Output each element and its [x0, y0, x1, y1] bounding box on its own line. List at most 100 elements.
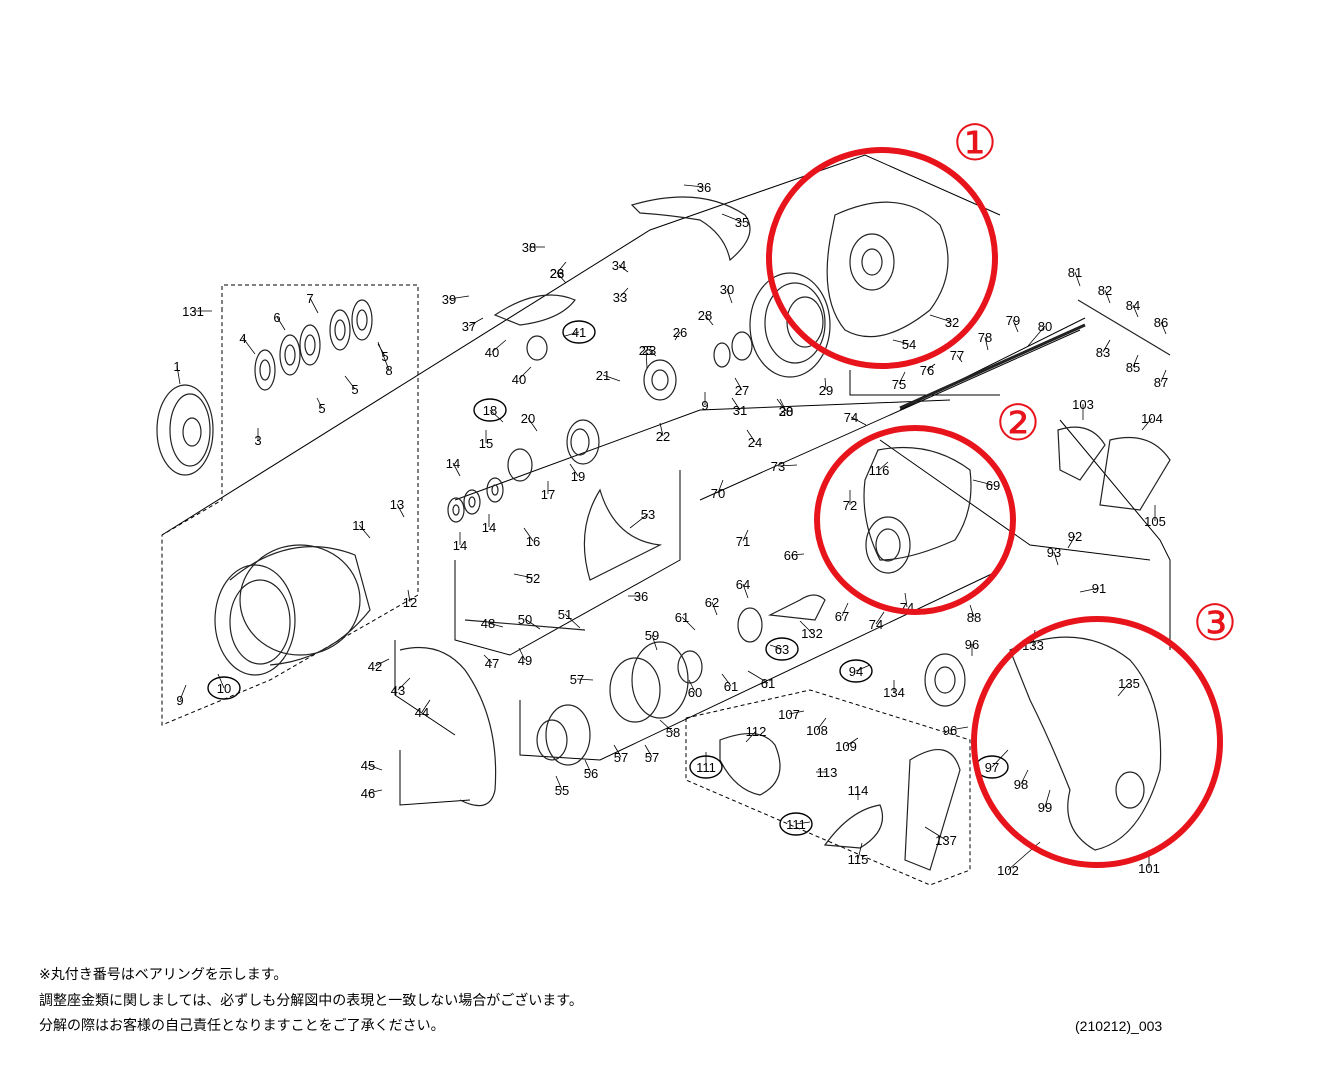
part-number-label: 103	[1072, 397, 1094, 412]
leader-line	[367, 764, 383, 771]
leader-line	[276, 316, 286, 331]
leader-line	[448, 295, 470, 300]
part-number-label: 20	[521, 411, 535, 426]
part-number-label: 57	[614, 750, 628, 765]
part-number-label: 31	[733, 403, 747, 418]
part-number-label: 26	[673, 325, 687, 340]
part-number-label: 45	[361, 758, 375, 773]
part-number-label: 57	[645, 750, 659, 765]
part-number-label: 47	[485, 656, 499, 671]
cover-part	[1057, 426, 1106, 481]
part-number-label: 105	[1144, 514, 1166, 529]
leader-line	[717, 479, 724, 494]
leader-line	[1079, 587, 1100, 593]
leader-line	[681, 616, 696, 631]
shaft-part	[767, 594, 826, 621]
bail-arm-part	[630, 196, 751, 262]
spool-skirt-part	[229, 546, 371, 666]
drag-washer-part	[351, 299, 373, 341]
leader-line	[1104, 289, 1111, 304]
part-number-label: 27	[735, 383, 749, 398]
washer-part	[468, 496, 476, 508]
part-number-label: 30	[720, 282, 734, 297]
part-number-label: 16	[526, 534, 540, 549]
part-number-label: 14	[446, 456, 460, 471]
bearing-circle-marker	[562, 320, 596, 344]
leader-line	[704, 314, 714, 326]
washer-part	[491, 484, 499, 496]
leader-line	[779, 398, 787, 412]
drag-washer-part	[254, 349, 276, 391]
spool-part	[182, 417, 202, 447]
part-number-label: 94	[849, 664, 863, 679]
disassembly-note: 分解の際はお客様の自己責任となりますことをご了承ください。	[39, 1018, 445, 1034]
leader-line	[527, 417, 538, 432]
leader-line	[576, 678, 594, 681]
part-number-label: 71	[736, 534, 750, 549]
part-number-label: 29	[819, 383, 833, 398]
bail-wire-part	[399, 646, 497, 807]
leader-line	[799, 620, 813, 634]
washer-part	[731, 331, 753, 361]
part-number-label: 4	[239, 331, 246, 346]
stand-part	[583, 488, 663, 581]
leader-line	[788, 710, 805, 715]
pinion-part	[507, 448, 533, 482]
leader-line	[564, 331, 580, 337]
part-number-label: 98	[1014, 777, 1028, 792]
gear-part	[934, 666, 956, 694]
leader-line	[242, 337, 256, 355]
leader-line	[584, 759, 592, 774]
part-number-label: 19	[571, 469, 585, 484]
leader-line	[648, 349, 657, 357]
drag-washer-part	[304, 334, 316, 356]
part-number-label: 81	[1068, 265, 1082, 280]
shim-note: 調整座金類に関しましては、必ずしも分解図中の表現と一致しない場合がございます。	[39, 993, 583, 1009]
leader-line	[179, 684, 187, 701]
leader-line	[795, 821, 811, 825]
leader-line	[984, 336, 989, 351]
drag-washer-part	[259, 359, 271, 381]
leader-line	[824, 377, 827, 391]
spool-cup-part	[214, 564, 296, 676]
leader-line	[1053, 551, 1059, 566]
part-number-label: 67	[835, 609, 849, 624]
leader-line	[344, 375, 356, 390]
part-number-label: 60	[688, 685, 702, 700]
leader-line	[726, 288, 733, 304]
washer-part	[463, 489, 481, 515]
part-number-label: 61	[724, 679, 738, 694]
handle-arm-part	[904, 749, 961, 871]
part-number-label: 104	[1141, 411, 1163, 426]
leader-line	[1102, 339, 1111, 353]
part-number-label: 28	[779, 404, 793, 419]
part-number-label: 5	[351, 382, 358, 397]
part-number-label: 131	[182, 304, 204, 319]
part-number-label: 61	[675, 610, 689, 625]
part-number-label: 8	[385, 363, 392, 378]
part-number-label: 93	[1047, 545, 1061, 560]
part-number-label: 114	[848, 783, 869, 798]
highlight-number-3: ③	[1193, 595, 1238, 651]
leader-line	[483, 654, 493, 664]
leader-line	[850, 416, 867, 426]
leader-line	[217, 673, 225, 689]
collar-part	[609, 657, 661, 723]
spool-part	[169, 393, 211, 467]
drag-washer-part	[284, 344, 296, 366]
leader-line	[898, 371, 906, 385]
highlight-number-1: ①	[953, 115, 998, 171]
leader-line	[904, 592, 908, 608]
leader-line	[1117, 682, 1130, 697]
leader-line	[629, 513, 649, 529]
leader-line	[746, 429, 756, 443]
part-number-label: 39	[442, 292, 456, 307]
part-number-label: 30	[779, 404, 793, 419]
part-number-label: 85	[1126, 360, 1140, 375]
leader-line	[875, 611, 885, 625]
part-number-label: 79	[1006, 313, 1020, 328]
part-number-label: 14	[453, 538, 467, 553]
leader-line	[956, 354, 963, 363]
side-body-part	[1115, 771, 1145, 809]
part-number-label: 26	[550, 266, 564, 281]
